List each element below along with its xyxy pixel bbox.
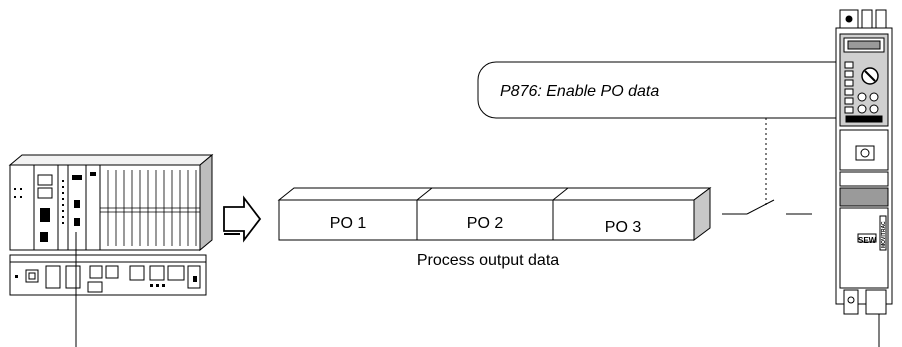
po-word-2 (416, 199, 554, 241)
po-word-2-label: PO 2 (467, 215, 504, 232)
process-output-data-block (277, 187, 712, 241)
po-word-3 (552, 199, 695, 241)
callout-text: P876: Enable PO data (500, 83, 659, 100)
plc-rack (8, 153, 214, 347)
data-flow-arrow (223, 195, 262, 243)
enable-switch (722, 199, 812, 215)
po-word-1 (278, 199, 418, 241)
pdo-caption: Process output data (417, 252, 559, 269)
frequency-inverter (835, 9, 893, 347)
inverter-model-text: MOVITRAC (881, 221, 887, 248)
inverter-brand-text: SEW (858, 236, 877, 245)
po-word-1-label: PO 1 (330, 215, 367, 232)
po-word-3-label: PO 3 (605, 219, 642, 236)
